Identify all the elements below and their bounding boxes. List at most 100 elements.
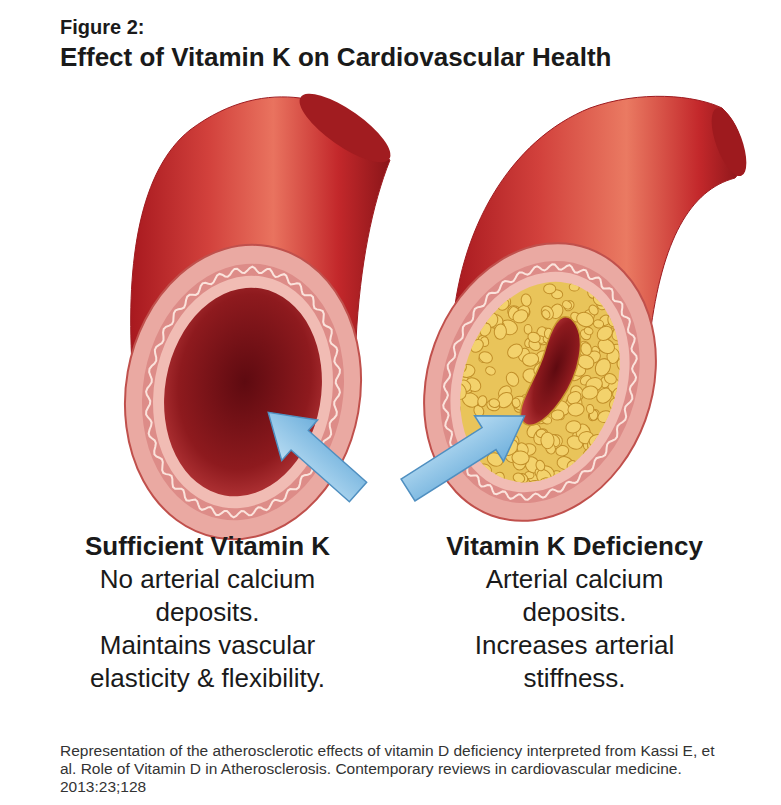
calcium-deposit	[619, 319, 632, 330]
calcium-deposit	[541, 432, 554, 449]
pointer-arrow	[394, 393, 539, 513]
calcium-deposit	[511, 307, 530, 325]
calcium-deposit	[544, 284, 556, 294]
calcium-deposit	[581, 445, 599, 463]
calcium-deposit	[608, 397, 621, 411]
calcium-deposit	[539, 304, 556, 322]
calcium-deposit	[524, 479, 544, 496]
calcium-deposit	[512, 471, 527, 485]
narrowed-lumen	[516, 313, 592, 435]
calcium-deposit	[535, 459, 547, 472]
calcium-deposit	[484, 296, 497, 308]
elastic-lamina	[127, 251, 360, 532]
calcium-deposit	[438, 419, 450, 432]
calcium-deposit	[468, 337, 486, 355]
intima-layer	[135, 261, 351, 522]
artery-cross-section	[386, 210, 694, 553]
calcium-deposit	[606, 292, 620, 307]
calcium-deposit	[501, 259, 513, 272]
artery-cross-section	[102, 226, 384, 558]
calcium-deposit	[537, 481, 556, 501]
calcium-deposit	[565, 459, 578, 473]
calcium-deposit	[505, 248, 522, 266]
calcium-deposit	[633, 314, 646, 326]
lumen	[148, 275, 338, 509]
calcium-deposit	[501, 272, 512, 284]
calcium-deposit	[560, 475, 578, 490]
figure-number: Figure 2:	[60, 16, 144, 39]
calcium-deposit	[491, 470, 506, 486]
calcium-deposit	[540, 479, 556, 496]
calcium-deposit	[483, 292, 492, 303]
calcium-deposit	[512, 266, 522, 275]
media-layer	[407, 233, 672, 532]
figure-title: Effect of Vitamin K on Cardiovascular He…	[60, 42, 611, 73]
calcium-deposit	[478, 321, 493, 337]
calcium-deposit	[485, 398, 501, 412]
calcium-deposit	[594, 323, 615, 343]
calcium-deposit	[628, 329, 645, 346]
healthy-artery	[102, 82, 399, 558]
calcium-deposit	[586, 404, 594, 414]
calcium-deposit	[629, 341, 643, 357]
panel-text: Maintains vascular elasticity & flexibil…	[63, 629, 353, 695]
calcium-deposit	[606, 308, 625, 329]
calcium-deposit	[615, 293, 637, 314]
panel-heading: Sufficient Vitamin K	[40, 530, 375, 563]
calcium-deposit	[629, 295, 651, 317]
calcium-deposit	[588, 433, 606, 448]
calcium-deposit	[448, 380, 470, 403]
calcium-deposit	[508, 272, 519, 284]
calcium-deposit	[575, 461, 586, 473]
artery-end	[290, 82, 399, 173]
calcium-deposit	[571, 457, 590, 475]
panel-heading: Vitamin K Deficiency	[407, 530, 742, 563]
calcium-deposit	[443, 403, 462, 421]
calcium-deposit	[521, 262, 537, 279]
calcium-deposit	[561, 299, 573, 311]
outer-wall	[102, 226, 384, 558]
calcium-deposit	[520, 293, 532, 307]
calcium-deposit	[505, 341, 525, 361]
calcium-deposit	[477, 395, 488, 408]
panel-text: No arterial calcium deposits.	[63, 563, 353, 629]
calcium-deposit	[629, 307, 640, 321]
calcium-deposit	[569, 470, 588, 491]
pointer-arrow	[250, 392, 376, 512]
calcium-deposit	[500, 274, 512, 285]
calcium-deposit	[634, 301, 654, 321]
panel-text: Increases arterial stiffness.	[435, 629, 715, 695]
calcium-deposit	[511, 397, 521, 408]
artery-panel: Vitamin K DeficiencyArterial calcium dep…	[407, 530, 742, 699]
calcium-deposit	[488, 398, 500, 409]
elastic-lamina	[411, 237, 668, 527]
calcium-deposit	[511, 450, 529, 465]
calcium-deposit	[484, 273, 500, 287]
calcium-deposit	[484, 365, 496, 376]
calcium-deposit	[496, 297, 512, 312]
artery-end	[704, 104, 753, 181]
figure-caption: Representation of the atherosclerotic ef…	[60, 742, 728, 796]
calcium-deposit	[494, 323, 508, 339]
calcium-deposit	[432, 412, 453, 431]
calcium-deposit	[561, 467, 581, 485]
calcium-deposit	[596, 409, 613, 425]
calcium-deposit	[569, 283, 580, 292]
calcium-deposit	[565, 419, 583, 434]
calcium-deposit	[626, 343, 645, 362]
calcium-deposit	[449, 422, 461, 435]
calcium-deposit	[514, 271, 529, 286]
calcium-deposit	[506, 277, 522, 292]
calcium-deposit	[621, 301, 637, 319]
calcium-deposit	[521, 352, 540, 368]
calcium-deposit	[603, 372, 618, 386]
artery-panel: Sufficient Vitamin KNo arterial calcium …	[40, 530, 375, 699]
calcium-deposit	[458, 362, 468, 373]
intima-layer	[421, 246, 660, 517]
calcium-deposit	[497, 270, 517, 289]
calcium-deposit	[567, 402, 584, 417]
calcium-deposit	[438, 415, 454, 434]
calcium-deposit	[447, 402, 463, 417]
outer-wall	[386, 210, 694, 553]
calcium-deposit	[535, 475, 553, 493]
